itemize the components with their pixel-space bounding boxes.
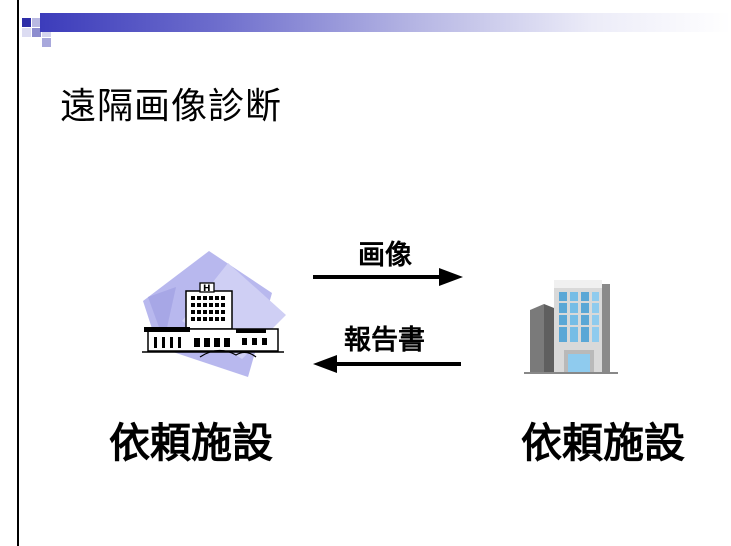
corner-decoration [0,0,60,48]
arrow-left-label: 報告書 [344,325,425,356]
svg-text:H: H [203,284,211,294]
slide-title: 遠隔画像診断 [60,86,283,127]
corner-square [42,28,51,37]
corner-square [32,28,41,37]
corner-square [22,28,31,37]
title-bar-gradient [40,13,731,32]
arrow-right-label: 画像 [358,240,412,271]
hospital-building-icon: H [142,251,286,377]
office-building-icon [524,280,618,374]
corner-square [42,38,51,47]
arrow-left [313,355,461,373]
right-facility-label: 依頼施設 [521,419,685,467]
left-facility-label: 依頼施設 [109,419,273,467]
corner-square [32,18,41,27]
corner-square [22,18,31,27]
arrow-right [313,268,463,286]
slide-left-border [17,0,19,546]
